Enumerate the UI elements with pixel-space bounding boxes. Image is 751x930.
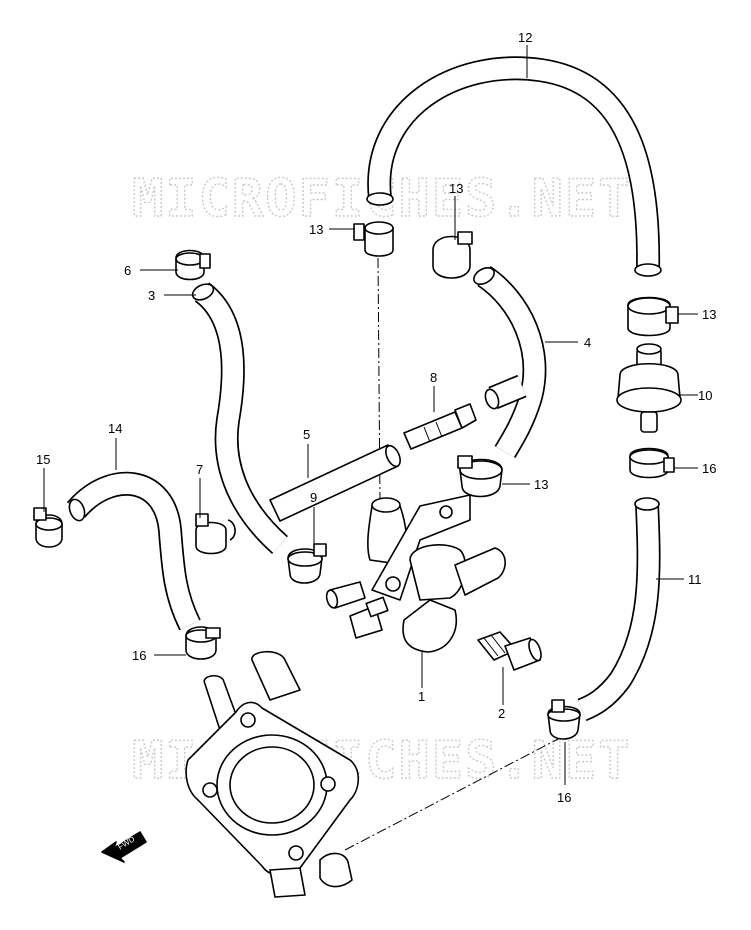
clamp-7	[195, 513, 236, 555]
hose-3	[191, 282, 289, 554]
screw-2	[477, 631, 542, 671]
clamp-16-bottom	[547, 699, 581, 740]
joint-8	[403, 403, 477, 450]
callout-6: 6	[124, 263, 131, 278]
callout-13-right: 13	[702, 307, 716, 322]
callout-4: 4	[584, 335, 591, 350]
fuel-cock-1	[325, 494, 506, 653]
hose-11	[577, 497, 661, 722]
callout-12: 12	[518, 30, 532, 45]
clamp-13-mid	[457, 455, 503, 498]
clamp-13-left	[432, 231, 473, 279]
fuel-filter-10	[616, 343, 682, 433]
hose-12	[366, 56, 662, 277]
clamp-13-top	[353, 221, 394, 257]
callouts: 12 13 13 13 13 6 3 4 8 10 5 14 15 7 16 9…	[36, 30, 716, 805]
callout-3: 3	[148, 288, 155, 303]
callout-10: 10	[698, 388, 712, 403]
intake-flange	[185, 650, 360, 898]
clamp-16-left	[185, 626, 221, 660]
callout-5: 5	[303, 427, 310, 442]
callout-2: 2	[498, 706, 505, 721]
callout-9: 9	[310, 490, 317, 505]
callout-8: 8	[430, 370, 437, 385]
hose-5	[269, 444, 401, 522]
clamp-9	[287, 543, 327, 584]
callout-14: 14	[108, 421, 122, 436]
hose-4	[473, 266, 547, 459]
callout-7: 7	[196, 462, 203, 477]
callout-13-mid: 13	[534, 477, 548, 492]
centerline-16	[344, 737, 561, 851]
callout-16-bottom: 16	[557, 790, 571, 805]
callout-15: 15	[36, 452, 50, 467]
callout-11: 11	[688, 572, 702, 587]
callout-13-left: 13	[449, 181, 463, 196]
clamp-13-right	[627, 296, 679, 337]
callout-1: 1	[418, 689, 425, 704]
hose-14	[66, 471, 201, 631]
fwd-arrow: FWD	[101, 831, 147, 863]
clamp-6	[175, 249, 211, 281]
callout-16-right: 16	[702, 461, 716, 476]
callout-13-top: 13	[309, 222, 323, 237]
leader-lines	[43, 45, 698, 785]
clamp-15	[33, 507, 63, 548]
clamp-16-right	[629, 447, 675, 479]
callout-16-left: 16	[132, 648, 146, 663]
